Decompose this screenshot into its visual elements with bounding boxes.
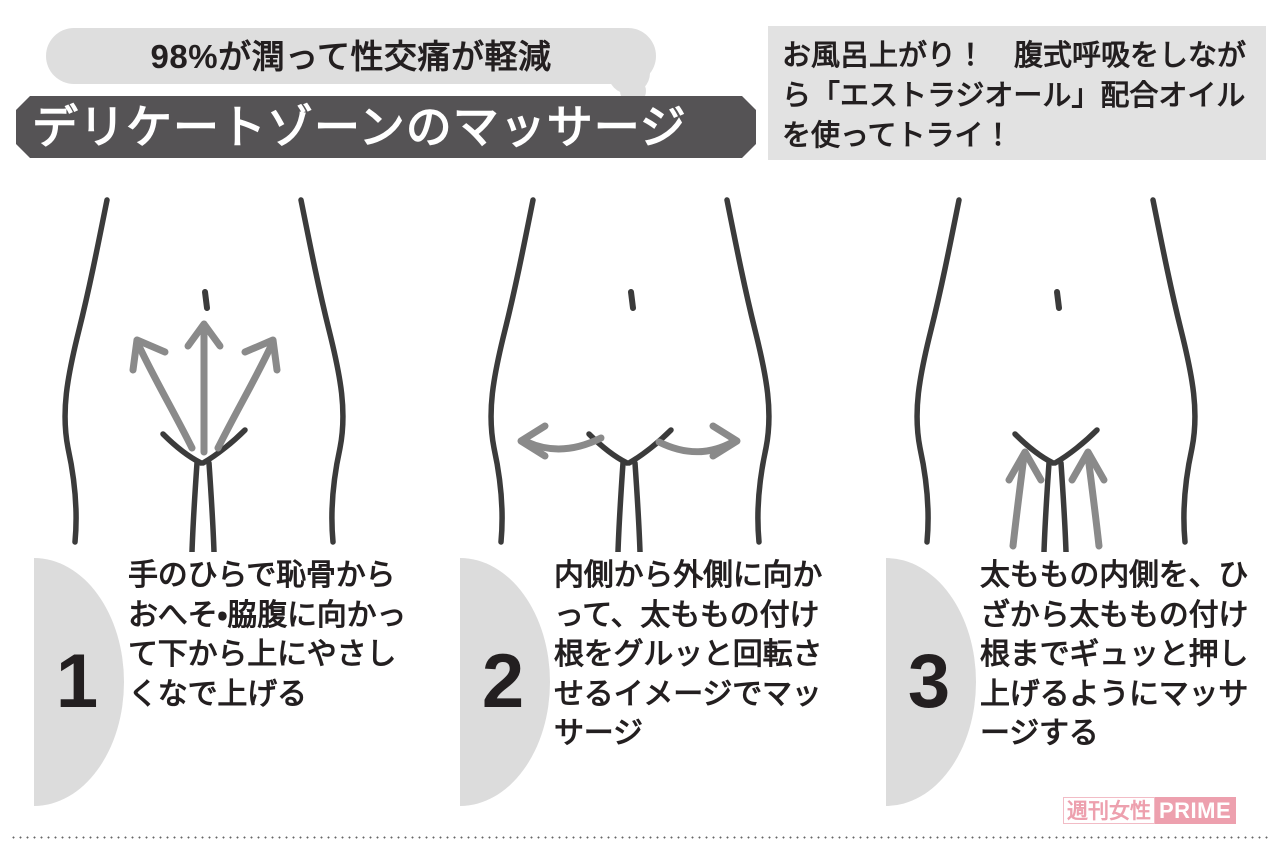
watermark-en-text: PRIME [1155, 797, 1237, 824]
step-number-disc-3: 3 [886, 558, 976, 806]
step-number-1: 1 [55, 639, 99, 724]
torso-arrows-up-and-out-figure [0, 180, 426, 552]
headline-bubble: 98%が潤って性交痛が軽減 [46, 28, 656, 84]
step-number-disc-2: 2 [460, 558, 550, 806]
steps-container: 1 手のひらで恥骨からおへそ・脇腹に向かって下から上にやさしくなで上げる [0, 180, 1280, 820]
watermark: 週刊女性 PRIME [1063, 797, 1237, 824]
header: 98%が潤って性交痛が軽減 デリケートゾーンのマッサージ お風呂上がり！ 腹式呼… [0, 0, 1280, 180]
bottom-dotted-divider [10, 836, 1272, 839]
step-number-2: 2 [481, 639, 525, 724]
step-caption-1: 手のひらで恥骨からおへそ・脇腹に向かって下から上にやさしくなで上げる [128, 559, 407, 711]
step-number-3: 3 [907, 639, 951, 724]
note-box: お風呂上がり！ 腹式呼吸をしながら「エストラジオール」配合オイルを使ってトライ！ [768, 26, 1266, 160]
note-box-text: お風呂上がり！ 腹式呼吸をしながら「エストラジオール」配合オイルを使ってトライ！ [782, 40, 1247, 153]
step-number-disc-1: 1 [34, 558, 124, 806]
page-title: デリケートゾーンのマッサージ [32, 101, 687, 153]
headline-bubble-text: 98%が潤って性交痛が軽減 [150, 37, 552, 75]
title-banner: デリケートゾーンのマッサージ [16, 96, 756, 158]
step-column-1: 1 手のひらで恥骨からおへそ・脇腹に向かって下から上にやさしくなで上げる [0, 180, 426, 820]
torso-illustration-3 [914, 197, 1198, 552]
step-column-2: 2 内側から外側に向かって、太ももの付け根をグルッと回転させるイメージでマッサー… [426, 180, 852, 820]
step-caption-row-2: 2 内側から外側に向かって、太ももの付け根をグルッと回転させるイメージでマッサー… [426, 554, 852, 816]
torso-illustration-1 [62, 197, 346, 552]
step-column-3: 3 太ももの内側を、ひざから太ももの付け根までギュッと押し上げるようにマッサージ… [852, 180, 1278, 820]
step-caption-row-1: 1 手のひらで恥骨からおへそ・脇腹に向かって下から上にやさしくなで上げる [0, 554, 426, 816]
step-caption-row-3: 3 太ももの内側を、ひざから太ももの付け根までギュッと押し上げるようにマッサージ… [852, 554, 1278, 816]
step-caption-2: 内側から外側に向かって、太ももの付け根をグルッと回転させるイメージでマッサージ [554, 559, 823, 751]
step-caption-3: 太ももの内側を、ひざから太ももの付け根までギュッと押し上げるようにマッサージする [980, 559, 1249, 751]
torso-arrows-outward-figure [426, 180, 852, 552]
torso-arrows-inner-thigh-up-figure [852, 180, 1278, 552]
torso-illustration-2 [488, 197, 772, 552]
watermark-jp-text: 週刊女性 [1063, 797, 1155, 824]
